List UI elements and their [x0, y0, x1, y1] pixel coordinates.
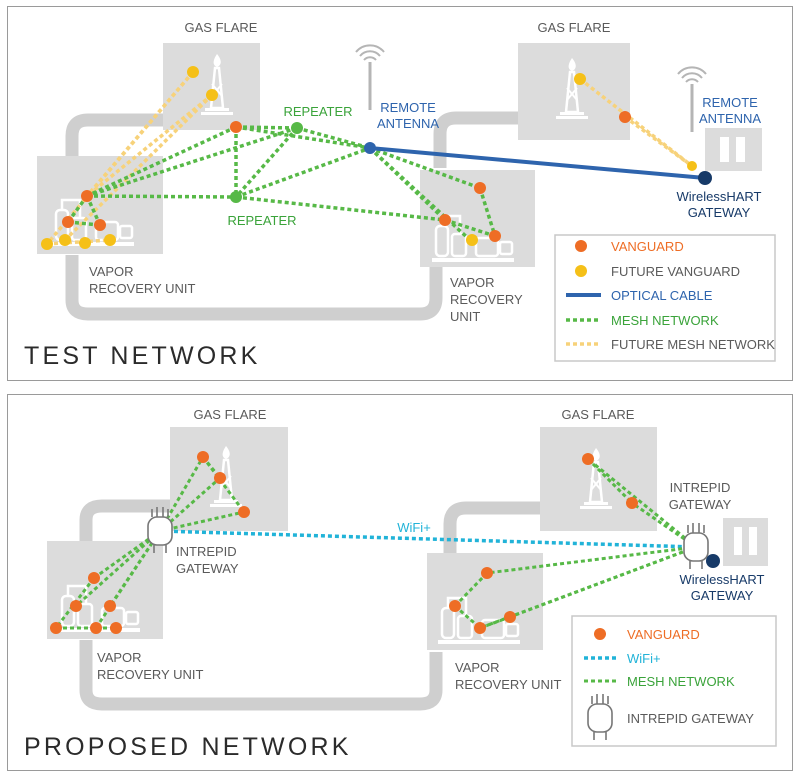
- test-gas-flare-left: [163, 43, 260, 130]
- proposed-gas-flare-left-label: GAS FLARE: [194, 407, 267, 422]
- test-vru-right-label-1: VAPOR: [450, 275, 495, 290]
- proposed-vru-right-label-1: VAPOR: [455, 660, 500, 675]
- test-legend-vanguard: VANGUARD: [611, 239, 684, 254]
- test-gas-flare-left-label: GAS FLARE: [185, 20, 258, 35]
- proposed-vru-left-label-1: VAPOR: [97, 650, 142, 665]
- test-network-title: TEST NETWORK: [24, 342, 261, 370]
- proposed-legend-intrepid-gateway: INTREPID GATEWAY: [627, 711, 754, 726]
- test-future-mesh-links: [45, 70, 694, 246]
- legend-vanguard-icon: [594, 628, 606, 640]
- test-antenna-node: [364, 142, 376, 154]
- proposed-legend-wifi: WiFi+: [627, 651, 661, 666]
- test-antenna-left-label-1: REMOTE: [380, 100, 436, 115]
- test-legend-future-vanguard: FUTURE VANGUARD: [611, 264, 740, 279]
- legend-vanguard-icon: [575, 240, 587, 252]
- proposed-gateway-label-2: GATEWAY: [691, 588, 754, 603]
- proposed-gateway-label-1: WirelessHART: [680, 572, 765, 587]
- test-legend-future-mesh-network: FUTURE MESH NETWORK: [611, 337, 775, 352]
- proposed-intrepid-left-label-2: GATEWAY: [176, 561, 239, 576]
- proposed-pipes: [79, 499, 540, 711]
- proposed-gas-flare-right: [540, 427, 657, 531]
- test-vanguard-nodes: [62, 111, 631, 242]
- test-vru-left-label-2: RECOVERY UNIT: [89, 281, 195, 296]
- proposed-gateway-building: [723, 518, 768, 566]
- test-vru-right-label-3: UNIT: [450, 309, 480, 324]
- test-gas-flare-right: [518, 43, 630, 140]
- proposed-gateway-node: [706, 554, 720, 568]
- proposed-legend-mesh-network: MESH NETWORK: [627, 674, 735, 689]
- test-mesh-links: [66, 125, 497, 242]
- test-gateway-building: [705, 128, 762, 171]
- test-gateway-label-2: GATEWAY: [688, 205, 751, 220]
- test-vru-left-label-1: VAPOR: [89, 264, 134, 279]
- test-optical-cable: [369, 146, 706, 180]
- proposed-vru-right-label-2: RECOVERY UNIT: [455, 677, 561, 692]
- test-pipes: [65, 111, 520, 321]
- proposed-wifi-label: WiFi+: [397, 520, 431, 535]
- test-antenna-right-node: [687, 161, 697, 171]
- test-gateway-node: [698, 171, 712, 185]
- proposed-intrepid-right-label-2: GATEWAY: [669, 497, 732, 512]
- test-legend: VANGUARD FUTURE VANGUARD OPTICAL CABLE M…: [554, 234, 776, 362]
- test-repeater-nodes: [230, 122, 303, 203]
- legend-future-vanguard-icon: [575, 265, 587, 277]
- test-antenna-left-label-2: ANTENNA: [377, 116, 439, 131]
- proposed-legend: VANGUARD WiFi+ MESH NETWORK INTREPID GAT…: [571, 615, 777, 747]
- proposed-gas-flare-right-label: GAS FLARE: [562, 407, 635, 422]
- test-vru-right-label-2: RECOVERY: [450, 292, 523, 307]
- proposed-legend-vanguard: VANGUARD: [627, 627, 700, 642]
- test-future-vanguard-nodes: [41, 66, 586, 250]
- test-legend-optical-cable: OPTICAL CABLE: [611, 288, 713, 303]
- proposed-vru-left-label-2: RECOVERY UNIT: [97, 667, 203, 682]
- test-repeater-bottom-label: REPEATER: [227, 213, 296, 228]
- test-antenna-right-label-1: REMOTE: [702, 95, 758, 110]
- proposed-vanguard-nodes: [50, 451, 638, 634]
- proposed-vru-left: [47, 541, 163, 639]
- proposed-network-title: PROPOSED NETWORK: [24, 733, 352, 761]
- test-repeater-top-label: REPEATER: [283, 104, 352, 119]
- proposed-intrepid-left-label-1: INTREPID: [176, 544, 237, 559]
- test-gateway-label-1: WirelessHART: [677, 189, 762, 204]
- test-antenna-right-label-2: ANTENNA: [699, 111, 761, 126]
- proposed-wifi-link: [159, 529, 697, 549]
- test-gas-flare-right-label: GAS FLARE: [538, 20, 611, 35]
- proposed-intrepid-right-label-1: INTREPID: [670, 480, 731, 495]
- test-legend-mesh-network: MESH NETWORK: [611, 313, 719, 328]
